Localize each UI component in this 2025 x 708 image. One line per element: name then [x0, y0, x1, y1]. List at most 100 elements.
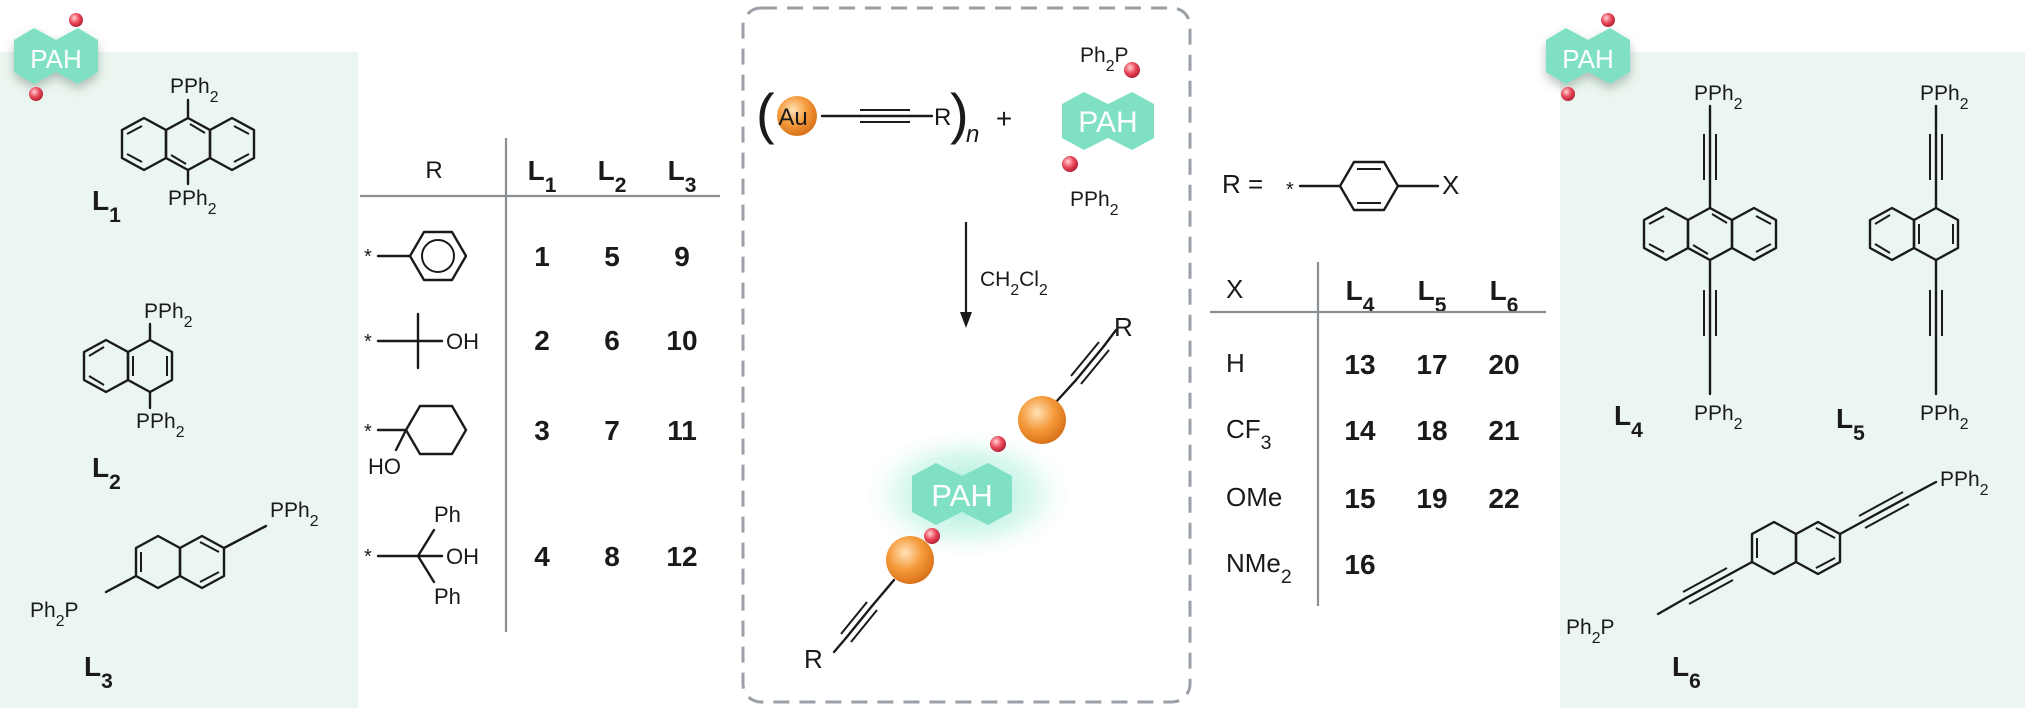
close-parenthesis: ) — [950, 82, 969, 145]
left-panel-background — [0, 52, 358, 708]
ligand-L5-structure: PPh2 PPh2 L5 — [1836, 82, 1968, 445]
pah-badge-label: PAH — [1562, 44, 1614, 74]
left-table: R L1 L2 L3 * 1 5 9 * OH 2 6 10 * HO 3 7 … — [360, 138, 720, 632]
table-header-L3: L3 — [668, 155, 697, 197]
compound-number: 20 — [1488, 349, 1519, 380]
table-header-L1: L1 — [528, 155, 557, 197]
attachment-star: * — [1286, 179, 1294, 201]
compound-number: 11 — [667, 415, 697, 446]
compound-number: 9 — [674, 241, 690, 272]
scheme-dashed-frame — [741, 6, 1192, 704]
ligand-label-L4: L4 — [1614, 400, 1643, 442]
l4-top-substituent: PPh2 — [1694, 82, 1742, 113]
hydroxyl-label: HO — [368, 454, 401, 479]
phosphorus-sphere — [924, 528, 940, 544]
pah-core — [1062, 92, 1154, 150]
ligand-L1-structure: PPh2 PPh2 L1 — [92, 75, 256, 227]
reaction-arrow: CH2Cl2 — [960, 222, 1048, 328]
x-value: OMe — [1226, 482, 1282, 512]
phosphorus-sphere — [1124, 62, 1140, 78]
l6-right-substituent: PPh2 — [1940, 468, 1988, 499]
compound-number: 12 — [666, 541, 697, 572]
gold-sphere — [886, 536, 934, 584]
attachment-star: * — [364, 546, 372, 568]
pah-core — [912, 463, 1012, 525]
digold-product: R PAH R — [804, 312, 1133, 674]
compound-number: 22 — [1488, 483, 1519, 514]
ligand-label-L3: L3 — [84, 651, 113, 693]
r-definition-label: R = — [1222, 169, 1263, 199]
phosphorus-sphere — [69, 13, 83, 27]
x-value: H — [1226, 348, 1245, 378]
phosphorus-sphere — [990, 436, 1006, 452]
open-parenthesis: ( — [756, 82, 775, 145]
right-pah-badge: PAH — [1546, 28, 1630, 84]
n-subscript: n — [966, 121, 979, 148]
table-header-L6: L6 — [1490, 275, 1519, 317]
hydroxyl-label: OH — [446, 544, 479, 569]
pah-badge-label: PAH — [30, 44, 82, 74]
table-header-x: X — [1226, 274, 1243, 304]
attachment-star: * — [364, 331, 372, 353]
l3-left-substituent: Ph2P — [30, 599, 78, 630]
ligand-L6-structure: PPh2 Ph2P L6 — [1566, 468, 1988, 693]
table-header-r: R — [425, 157, 442, 184]
ph2p-label: Ph2P — [1080, 44, 1128, 75]
compound-number: 7 — [604, 415, 620, 446]
compound-number: 1 — [534, 241, 550, 272]
x-value: CF3 — [1226, 414, 1272, 454]
l5-top-substituent: PPh2 — [1920, 82, 1968, 113]
x-substituent-label: X — [1442, 170, 1459, 200]
l1-bottom-substituent: PPh2 — [168, 187, 216, 218]
left-pah-badge: PAH — [14, 28, 98, 84]
compound-number: 6 — [604, 325, 620, 356]
l5-bottom-substituent: PPh2 — [1920, 402, 1968, 433]
table-header-L4: L4 — [1346, 275, 1375, 317]
compound-number: 10 — [666, 325, 697, 356]
ligand-label-L6: L6 — [1672, 651, 1701, 693]
table-header-L5: L5 — [1418, 275, 1447, 317]
x-value: NMe2 — [1226, 548, 1292, 588]
r-label: R — [934, 104, 951, 131]
gold-label: Au — [778, 104, 807, 131]
ligand-L4-structure: PPh2 PPh2 L4 — [1614, 82, 1778, 442]
pah-diphosphine-reactant: Ph2P PAH PPh2 — [1062, 44, 1154, 219]
gold-sphere — [1018, 396, 1066, 444]
compound-number: 4 — [534, 541, 550, 572]
pph2-label: PPh2 — [1070, 188, 1118, 219]
plus-sign: + — [996, 103, 1012, 134]
compound-number: 13 — [1344, 349, 1375, 380]
ligand-label-L1: L1 — [92, 185, 121, 227]
phosphorus-sphere — [29, 87, 43, 101]
compound-number: 3 — [534, 415, 550, 446]
pah-label: PAH — [931, 478, 992, 513]
hydroxyl-label: OH — [446, 329, 479, 354]
phosphorus-sphere — [1561, 87, 1575, 101]
compound-number: 15 — [1344, 483, 1375, 514]
r-label: R — [1114, 312, 1133, 342]
r-label: R — [804, 644, 823, 674]
compound-number: 5 — [604, 241, 620, 272]
compound-number: 2 — [534, 325, 550, 356]
compound-number: 14 — [1344, 415, 1376, 446]
pah-label: PAH — [1078, 106, 1137, 139]
phenyl-label: Ph — [434, 502, 461, 527]
ligand-L3-structure: PPh2 Ph2P L3 — [30, 499, 318, 693]
solvent-label: CH2Cl2 — [980, 268, 1048, 299]
l3-right-substituent: PPh2 — [270, 499, 318, 530]
l2-bottom-substituent: PPh2 — [136, 410, 184, 441]
l2-top-substituent: PPh2 — [144, 300, 192, 331]
gold-alkynyl-reactant: ( Au R ) n — [756, 82, 979, 148]
compound-number: 21 — [1488, 415, 1519, 446]
compound-number: 8 — [604, 541, 620, 572]
attachment-star: * — [364, 421, 372, 443]
compound-number: 17 — [1416, 349, 1447, 380]
l1-top-substituent: PPh2 — [170, 75, 218, 106]
phosphorus-sphere — [1601, 13, 1615, 27]
attachment-star: * — [364, 246, 372, 268]
compound-number: 18 — [1416, 415, 1447, 446]
compound-number: 16 — [1344, 549, 1375, 580]
right-table: R = * X X L4 L5 L6 H 13 17 20 CF3 14 18 … — [1210, 160, 1546, 606]
phenyl-label: Ph — [434, 584, 461, 609]
